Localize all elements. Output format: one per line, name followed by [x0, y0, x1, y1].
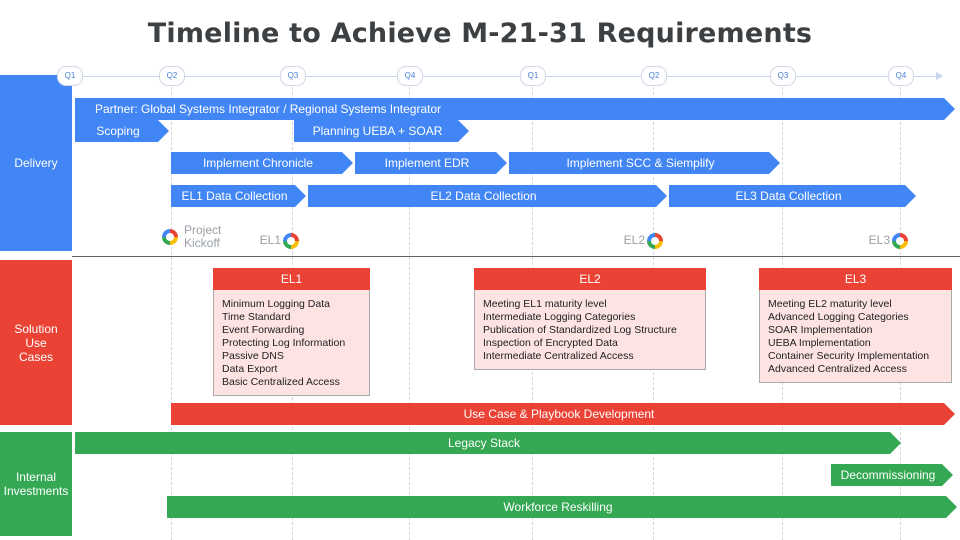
milestone-label: Project Kickoff: [184, 223, 222, 250]
list-item: Event Forwarding: [222, 324, 305, 336]
quarter-tick-6: Q3: [770, 66, 796, 86]
milestone-label: EL1: [259, 233, 281, 247]
requirement-box-title: EL3: [759, 268, 952, 290]
section-label-text: Delivery: [14, 156, 58, 170]
timeline-bar-label: EL2 Data Collection: [430, 189, 537, 203]
list-item: Advanced Logging Categories: [768, 311, 909, 323]
quarter-tick-5: Q2: [641, 66, 667, 86]
list-item: Time Standard: [222, 311, 291, 323]
list-item: Inspection of Encrypted Data: [483, 337, 618, 349]
timeline-bar-label: EL3 Data Collection: [735, 189, 842, 203]
timeline-bar: Planning UEBA + SOAR: [294, 120, 469, 142]
timeline-bar-label: Decommissioning: [840, 468, 936, 482]
timeline-bar-label: Planning UEBA + SOAR: [312, 124, 443, 138]
milestone-marker-icon: [892, 233, 908, 249]
quarter-tick-7: Q4: [888, 66, 914, 86]
section-divider: [72, 256, 960, 257]
milestone-marker-icon: [283, 233, 299, 249]
quarter-tick-1: Q2: [159, 66, 185, 86]
timeline-bar-label: Partner: Global Systems Integrator / Reg…: [95, 102, 442, 116]
requirement-box-title: EL2: [474, 268, 706, 290]
list-item: Meeting EL1 maturity level: [483, 298, 607, 310]
quarter-gridline: [409, 72, 410, 540]
section-label-0: Delivery: [0, 75, 72, 251]
list-item: UEBA Implementation: [768, 337, 871, 349]
timeline-bar: Scoping: [75, 120, 169, 142]
timeline-bar: Partner: Global Systems Integrator / Reg…: [75, 98, 955, 120]
list-item: Minimum Logging Data: [222, 298, 330, 310]
list-item: Meeting EL2 maturity level: [768, 298, 892, 310]
timeline-bar-label: Implement Chronicle: [202, 156, 314, 170]
timeline-axis-line: [72, 76, 938, 77]
quarter-tick-4: Q1: [520, 66, 546, 86]
milestone-label: EL2: [623, 233, 645, 247]
section-label-2: Internal Investments: [0, 432, 72, 536]
timeline-bar: EL2 Data Collection: [308, 185, 667, 207]
section-label-text: Internal Investments: [3, 470, 69, 498]
milestone-marker-icon: [647, 233, 663, 249]
list-item: SOAR Implementation: [768, 324, 873, 336]
list-item: Intermediate Centralized Access: [483, 350, 634, 362]
timeline-bar: EL1 Data Collection: [171, 185, 306, 207]
timeline-bar-label: Workforce Reskilling: [503, 500, 613, 514]
quarter-tick-2: Q3: [280, 66, 306, 86]
quarter-tick-3: Q4: [397, 66, 423, 86]
list-item: Protecting Log Information: [222, 337, 346, 349]
timeline-bar: Implement SCC & Siemplify: [509, 152, 780, 174]
timeline-axis-arrow-icon: [936, 72, 943, 80]
timeline-bar: Decommissioning: [831, 464, 953, 486]
list-item: Intermediate Logging Categories: [483, 311, 636, 323]
timeline-bar-label: Scoping: [96, 124, 140, 138]
page-title: Timeline to Achieve M-21-31 Requirements: [147, 18, 813, 49]
timeline-bar-label: Implement EDR: [384, 156, 470, 170]
section-label-text: Solution Use Cases: [14, 321, 58, 364]
timeline-bar: Implement Chronicle: [171, 152, 353, 174]
timeline-bar-label: Use Case & Playbook Development: [463, 407, 655, 421]
timeline-bar: Use Case & Playbook Development: [171, 403, 955, 425]
milestone-marker-icon: [162, 229, 178, 245]
timeline-bar-label: EL1 Data Collection: [181, 189, 288, 203]
timeline-bar: Workforce Reskilling: [167, 496, 957, 518]
list-item: Advanced Centralized Access: [768, 363, 907, 375]
timeline-bar: Implement EDR: [355, 152, 507, 174]
section-label-1: Solution Use Cases: [0, 260, 72, 425]
requirement-box-title: EL1: [213, 268, 370, 290]
timeline-bar: EL3 Data Collection: [669, 185, 916, 207]
list-item: Container Security Implementation: [768, 350, 930, 362]
list-item: Publication of Standardized Log Structur…: [483, 324, 677, 336]
milestone-label: EL3: [868, 233, 890, 247]
quarter-tick-0: Q1: [57, 66, 83, 86]
timeline-bar-label: Implement SCC & Siemplify: [566, 156, 715, 170]
quarter-gridline: [171, 72, 172, 540]
list-item: Basic Centralized Access: [222, 376, 340, 388]
timeline-bar-label: Legacy Stack: [447, 436, 521, 450]
list-item: Data Export: [222, 363, 278, 375]
list-item: Passive DNS: [222, 350, 284, 362]
timeline-bar: Legacy Stack: [75, 432, 901, 454]
